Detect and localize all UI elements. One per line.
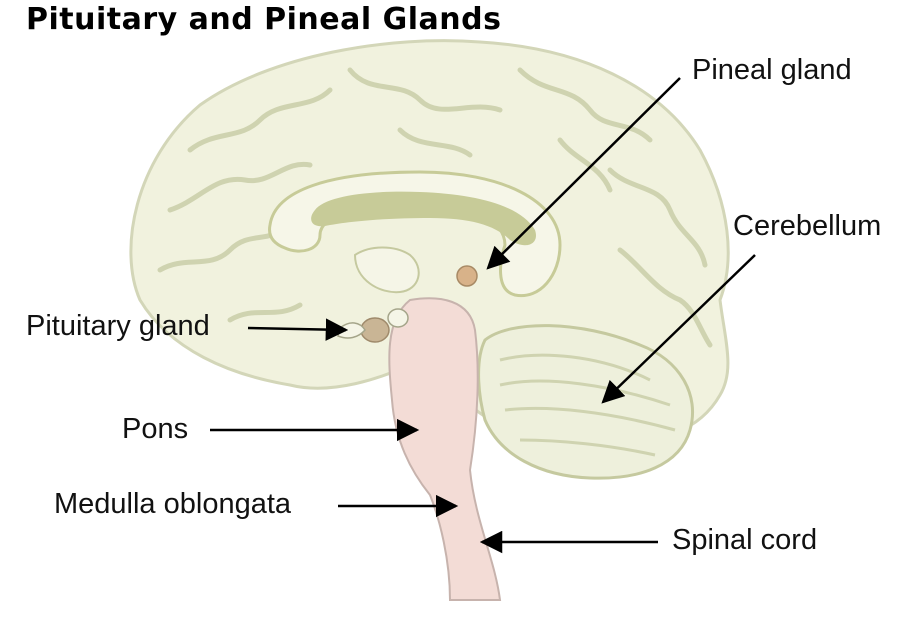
pineal-gland-shape (456, 265, 478, 287)
thalamus-outline (353, 246, 420, 294)
label-pons: Pons (122, 413, 189, 445)
label-spinal-cord: Spinal cord (672, 524, 818, 556)
page-title: Pituitary and Pineal Glands (26, 2, 502, 37)
leader-pineal (486, 77, 681, 270)
label-medulla-oblongata: Medulla oblongata (54, 488, 292, 520)
leader-lines (210, 77, 756, 554)
leader-pituitary (247, 318, 349, 341)
lateral-ventricle (311, 191, 536, 246)
label-pituitary-gland: Pituitary gland (26, 310, 210, 342)
leader-cerebellum (601, 254, 756, 404)
cerebellum-folia (499, 353, 676, 457)
label-cerebellum: Cerebellum (733, 210, 882, 242)
label-pineal-gland: Pineal gland (692, 54, 852, 86)
brainstem-shape (388, 297, 502, 601)
